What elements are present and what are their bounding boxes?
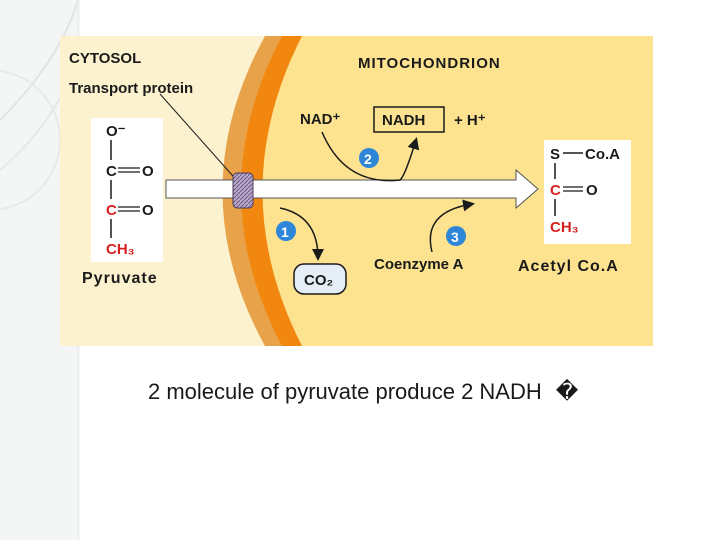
acetyl-coa-structure-box	[544, 140, 631, 244]
decarboxylation-arrow	[279, 207, 324, 261]
pyruvate-label: Pyruvate	[82, 270, 158, 287]
cytosol-label: CYTOSOL	[69, 50, 141, 67]
acetyl-coa-label: Acetyl Co.A	[518, 258, 619, 275]
pyruvate-o-minus: O⁻	[106, 123, 126, 140]
nadh-label: NADH	[382, 112, 425, 129]
acetyl-o: O	[586, 182, 598, 199]
pyruvate-transport-diagram: CYTOSOL Transport protein MITOCHONDRION …	[60, 36, 653, 346]
step-3-number: 3	[451, 229, 459, 245]
pyruvate-transport-arrow	[165, 168, 539, 210]
transport-protein-label: Transport protein	[69, 80, 193, 97]
caption-text: 2 molecule of pyruvate produce 2 NADH	[148, 379, 542, 404]
pyruvate-o2: O	[142, 202, 154, 219]
acetyl-c: C	[550, 182, 561, 199]
mitochondrion-label: MITOCHONDRION	[358, 55, 501, 72]
pyruvate-ch3: CH₃	[106, 241, 135, 258]
nad-reduction-arrow	[321, 131, 420, 182]
pyruvate-structure-box	[91, 118, 163, 262]
acetyl-s: S	[550, 146, 560, 163]
nad-plus-label: NAD⁺	[300, 111, 340, 128]
nadh-box	[373, 106, 445, 133]
co2-box	[293, 263, 347, 295]
coenzyme-a-label: Coenzyme A	[374, 256, 464, 273]
pyruvate-c1: C	[106, 163, 117, 180]
coenzyme-a-arrow	[429, 199, 475, 253]
transport-protein-pointer	[159, 93, 241, 185]
step-1-badge	[276, 221, 296, 241]
transport-protein	[232, 172, 254, 209]
step-3-badge	[446, 226, 466, 246]
step-2-number: 2	[364, 151, 372, 167]
h-plus-label: + H⁺	[454, 112, 486, 129]
step-2-badge	[359, 148, 379, 168]
pyruvate-c2: C	[106, 202, 117, 219]
caption-trailing-glyph: �	[555, 380, 579, 405]
pyruvate-o1: O	[142, 163, 154, 180]
acetyl-ch3: CH₃	[550, 219, 579, 236]
slide-caption: 2 molecule of pyruvate produce 2 NADH �	[148, 379, 578, 405]
acetyl-coa-group: Co.A	[585, 146, 620, 163]
step-1-number: 1	[281, 224, 289, 240]
co2-label: CO₂	[304, 272, 333, 289]
